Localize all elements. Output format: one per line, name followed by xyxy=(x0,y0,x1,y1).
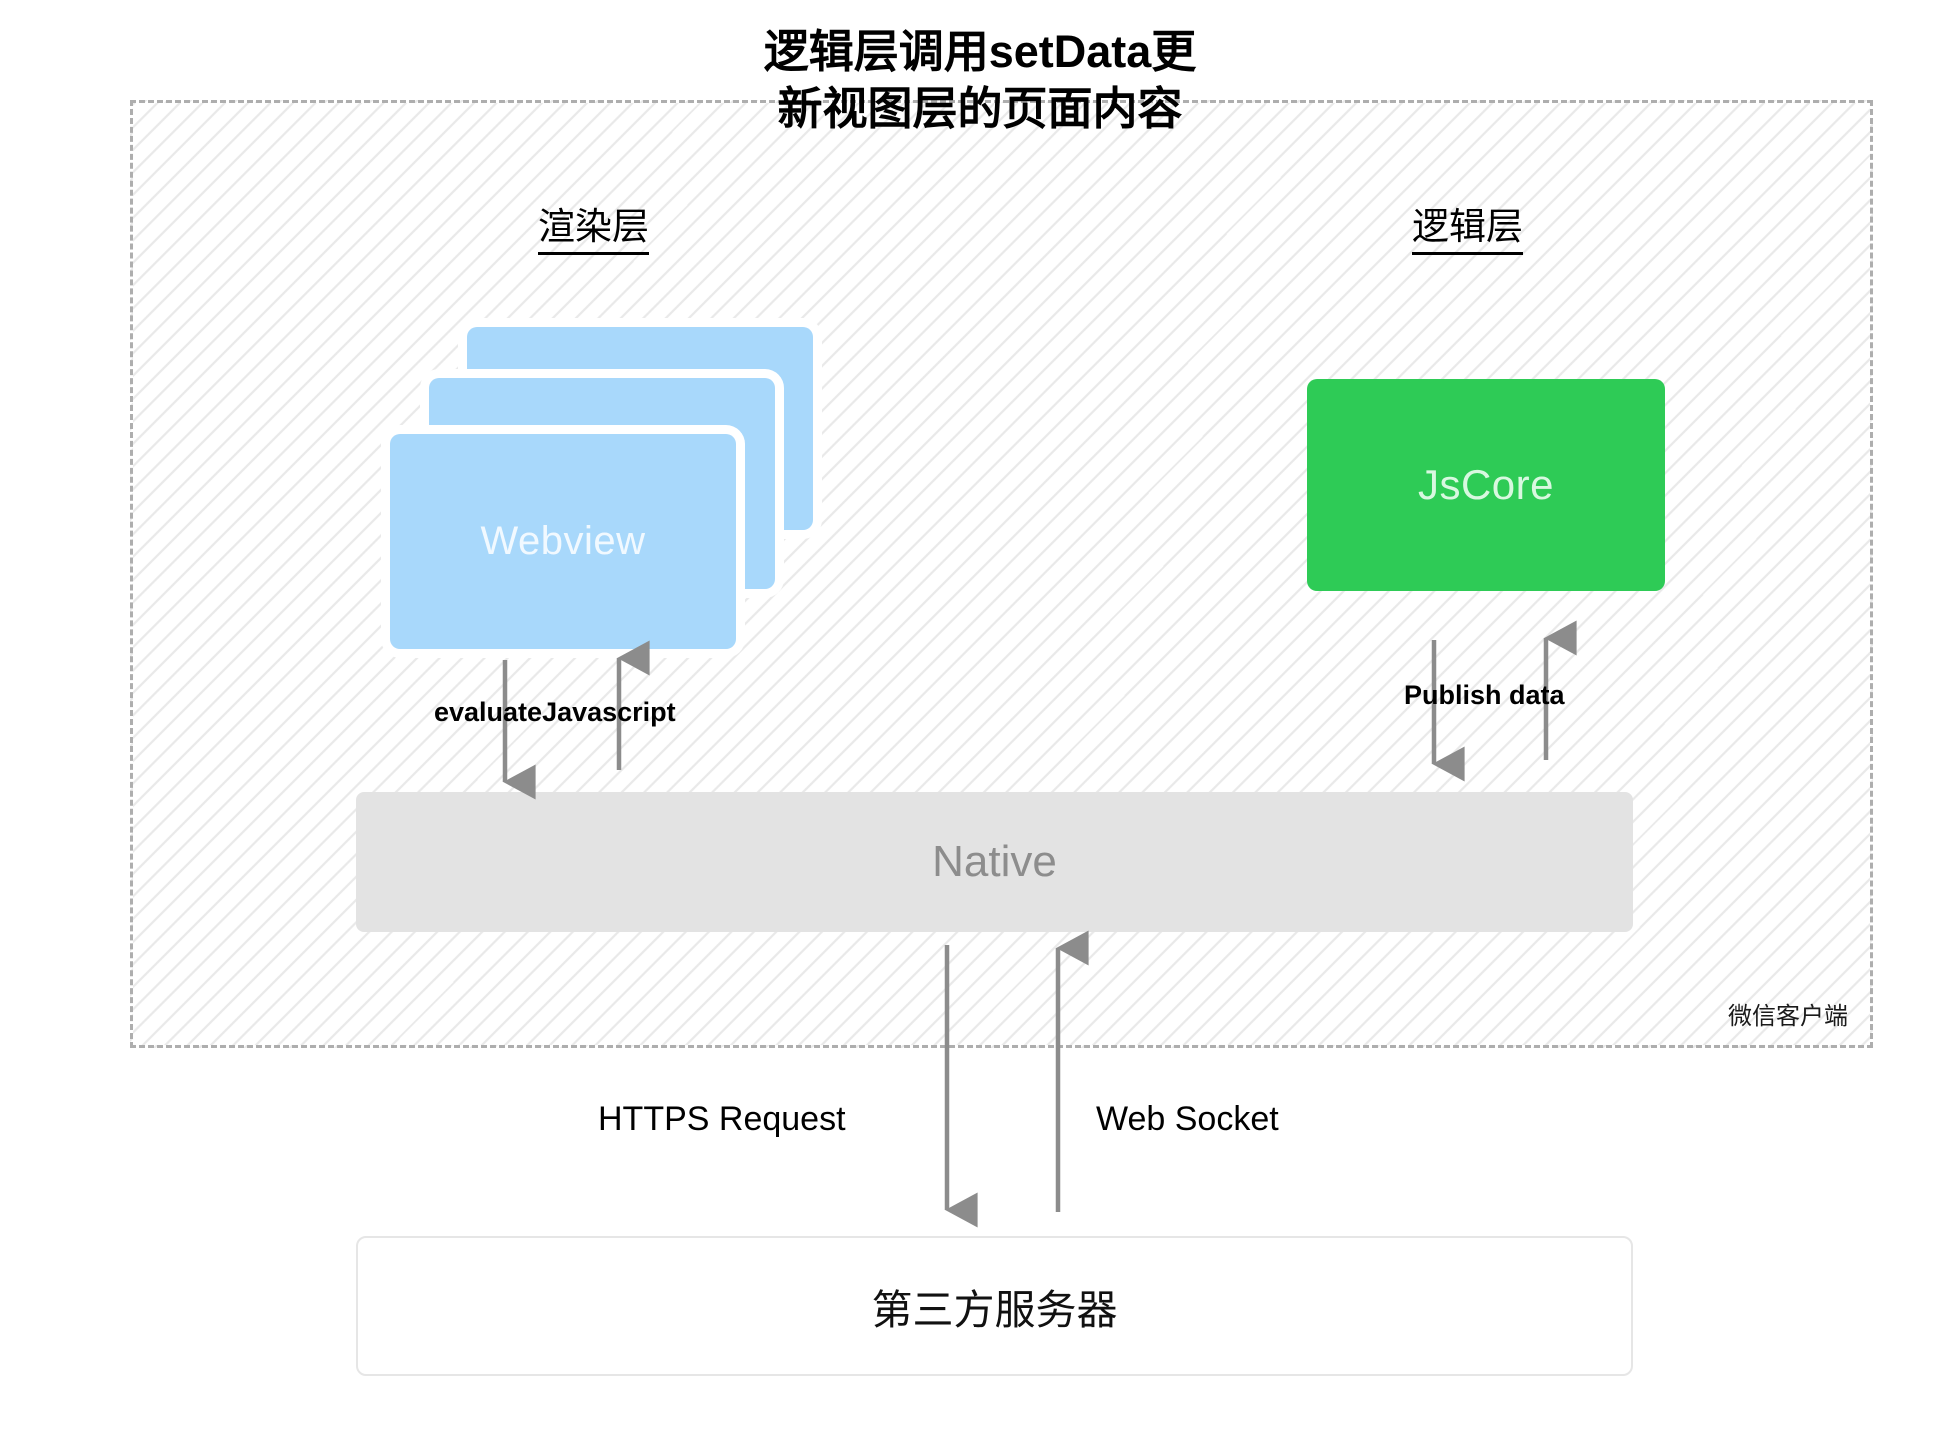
render-layer-caption-text: 渲染层 xyxy=(538,205,649,255)
jscore-box: JsCore xyxy=(1307,379,1665,591)
logic-layer-caption: 逻辑层 xyxy=(1412,196,1523,255)
jscore-label: JsCore xyxy=(1417,461,1555,508)
native-label: Native xyxy=(932,837,1057,886)
render-layer-caption: 渲染层 xyxy=(538,196,649,255)
diagram-title-line-1: 逻辑层调用setData更 xyxy=(763,26,1197,77)
third-party-server-label: 第三方服务器 xyxy=(871,1286,1118,1334)
third-party-server-box: 第三方服务器 xyxy=(356,1236,1633,1376)
web-socket-label: Web Socket xyxy=(1096,1100,1279,1138)
native-bar: Native xyxy=(356,792,1633,932)
logic-layer-caption-text: 逻辑层 xyxy=(1412,205,1523,255)
webview-card-front: Webview xyxy=(390,434,736,649)
webview-label: Webview xyxy=(480,519,646,563)
evaluate-javascript-label: evaluateJavascript xyxy=(434,697,676,727)
publish-data-label: Publish data xyxy=(1404,680,1565,710)
wechat-client-label: 微信客户端 xyxy=(1728,1002,1848,1030)
https-request-label: HTTPS Request xyxy=(598,1100,846,1138)
webview-stack: Webview xyxy=(380,318,830,663)
